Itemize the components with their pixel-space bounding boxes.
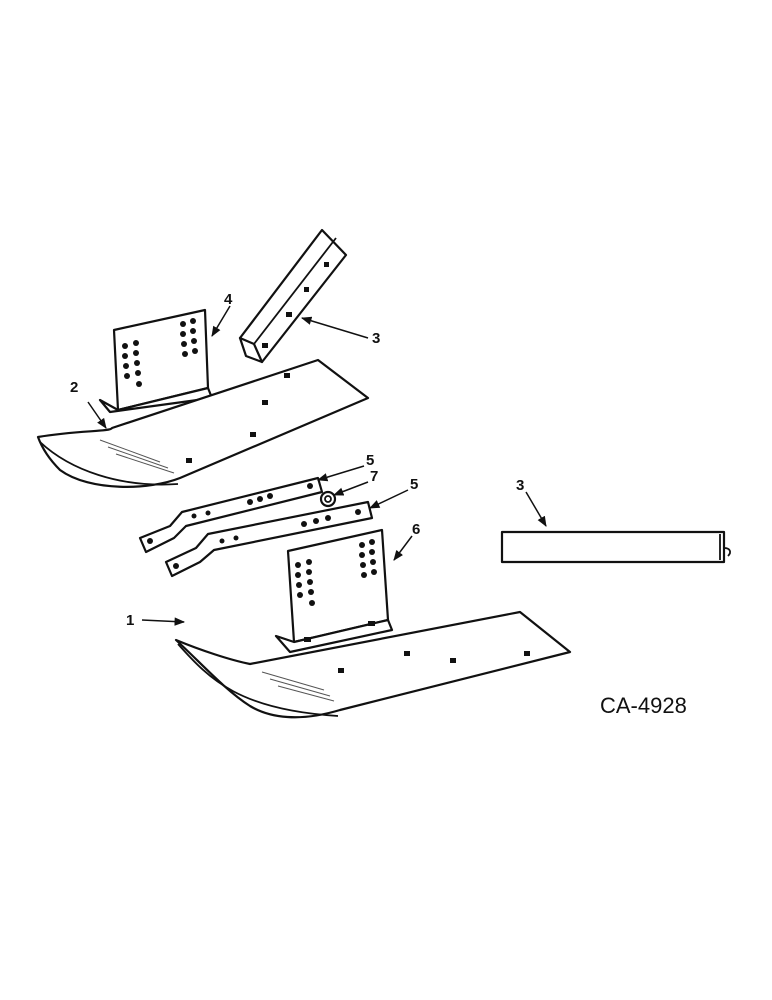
callout-1: 1 bbox=[126, 612, 134, 629]
angle-bar-part-3-right bbox=[500, 530, 731, 564]
angle-bracket-part-3-upper bbox=[238, 228, 348, 364]
strap-part-5-lower bbox=[164, 500, 374, 578]
nut-part-7 bbox=[319, 490, 337, 508]
callout-5-upper: 5 bbox=[366, 452, 374, 469]
callout-5-lower: 5 bbox=[410, 476, 418, 493]
shovel-blade-part-2 bbox=[36, 358, 370, 488]
bracket-6-holes bbox=[295, 539, 377, 606]
strap-part-5-upper bbox=[138, 476, 324, 554]
callout-2: 2 bbox=[70, 379, 78, 396]
leader-lines bbox=[87, 305, 547, 626]
shovel-blade-part-1 bbox=[174, 610, 572, 719]
callout-4: 4 bbox=[224, 291, 233, 308]
figure-code: CA-4928 bbox=[600, 693, 687, 718]
bracket-4-holes bbox=[122, 318, 198, 387]
upright-bracket-part-6 bbox=[274, 528, 394, 654]
callout-3-right: 3 bbox=[516, 477, 524, 494]
callout-6: 6 bbox=[412, 521, 420, 538]
callout-3-upper: 3 bbox=[372, 330, 380, 347]
upright-bracket-part-4 bbox=[98, 308, 214, 414]
callout-7: 7 bbox=[370, 468, 378, 485]
